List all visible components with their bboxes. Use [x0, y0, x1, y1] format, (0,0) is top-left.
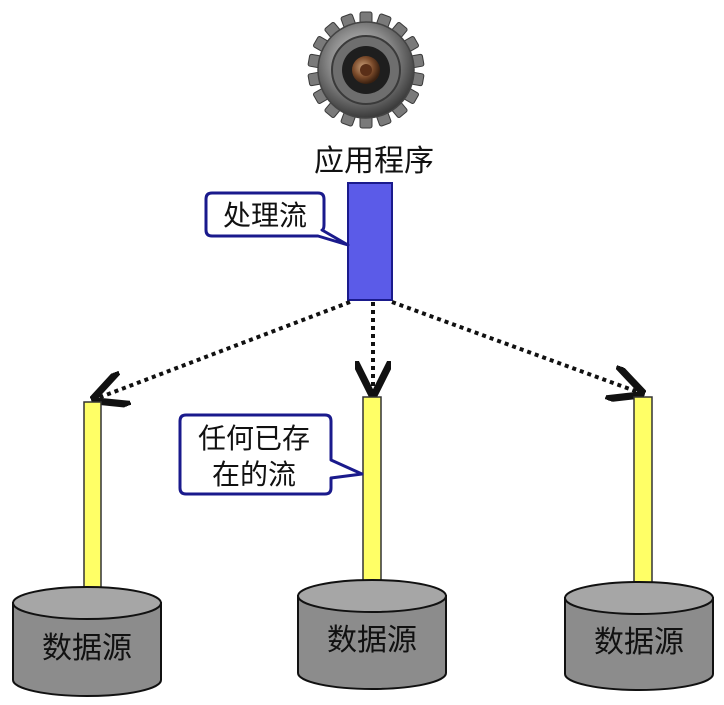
data-source-label: 数据源	[42, 631, 132, 666]
flow-arrows	[98, 300, 638, 398]
existing-stream-callout: 任何已存 在的流	[178, 413, 364, 496]
existing-stream-bar-left	[83, 401, 102, 591]
process-stream-label: 处理流	[223, 199, 307, 232]
data-source-left: 数据源	[12, 586, 162, 697]
existing-stream-bar-right	[633, 396, 653, 586]
existing-stream-label-line1: 任何已存	[198, 422, 310, 455]
gear-icon	[307, 11, 425, 129]
arrow-right	[391, 300, 638, 392]
existing-stream-label-line2: 在的流	[212, 458, 296, 491]
existing-stream-bar-center	[362, 396, 382, 586]
data-source-center: 数据源	[297, 579, 447, 690]
process-stream-bar	[347, 182, 393, 301]
app-label: 应用程序	[314, 144, 434, 179]
arrow-left	[98, 300, 351, 398]
data-source-right: 数据源	[564, 581, 714, 691]
data-source-label: 数据源	[594, 625, 684, 660]
process-stream-callout: 处理流	[204, 191, 350, 247]
data-source-label: 数据源	[327, 623, 417, 658]
